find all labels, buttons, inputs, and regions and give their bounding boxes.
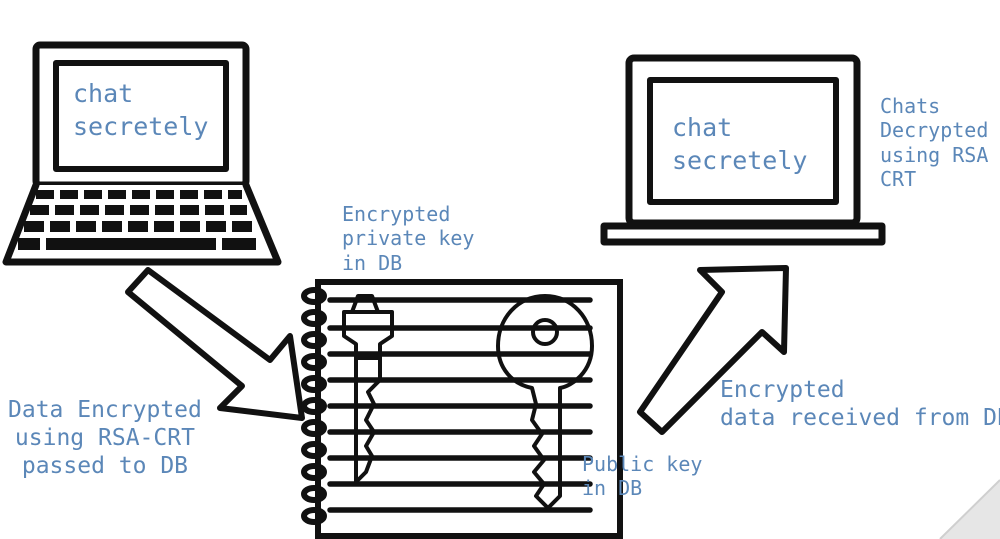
right-screen-line-2: secretely bbox=[672, 145, 808, 175]
left-laptop-screen-text: chat secretely bbox=[73, 78, 208, 143]
right-screen-line-1: chat bbox=[672, 113, 733, 142]
page-corner-fold bbox=[939, 479, 1000, 539]
public-key-icon bbox=[496, 294, 594, 510]
private-key-label-line-1: Encrypted bbox=[342, 202, 451, 226]
decrypted-label: Chats Decrypted using RSA CRT bbox=[880, 94, 988, 192]
sent-label-line-3: passed to DB bbox=[21, 453, 189, 480]
private-key-label: Encrypted private key in DB bbox=[342, 202, 474, 275]
decrypted-label-line-2: Decrypted bbox=[880, 118, 989, 143]
private-key-icon bbox=[342, 294, 394, 484]
public-key-label-line-1: Public key bbox=[582, 452, 703, 476]
notebook-icon bbox=[301, 279, 623, 539]
left-screen-line-1: chat bbox=[73, 79, 134, 108]
arrow-from-db-icon bbox=[637, 265, 789, 435]
sent-label-line-2: using RSA-CRT bbox=[14, 425, 195, 452]
right-laptop-icon bbox=[600, 54, 886, 246]
public-key-label: Public key in DB bbox=[582, 452, 702, 501]
received-label-line-2: data received from DB bbox=[720, 405, 1000, 432]
private-key-label-line-2: private key bbox=[342, 226, 475, 251]
decrypted-label-line-1: Chats bbox=[880, 94, 941, 118]
private-key-label-line-3: in DB bbox=[342, 250, 403, 275]
decrypted-label-line-4: CRT bbox=[880, 167, 917, 192]
arrow-to-db-icon bbox=[125, 267, 305, 421]
keyboard-keys bbox=[18, 190, 256, 250]
decrypted-label-line-3: using RSA bbox=[880, 142, 989, 167]
left-laptop-icon bbox=[2, 41, 282, 266]
public-key-label-line-2: in DB bbox=[582, 476, 643, 501]
received-label-line-1: Encrypted bbox=[720, 377, 845, 403]
right-laptop-screen-text: chat secretely bbox=[672, 112, 807, 177]
received-label: Encrypted data received from DB bbox=[720, 376, 1000, 432]
sent-label: Data Encrypted using RSA-CRT passed to D… bbox=[8, 396, 202, 480]
notebook-spiral bbox=[301, 287, 327, 525]
sent-label-line-1: Data Encrypted bbox=[8, 397, 202, 423]
left-screen-line-2: secretely bbox=[73, 111, 209, 141]
